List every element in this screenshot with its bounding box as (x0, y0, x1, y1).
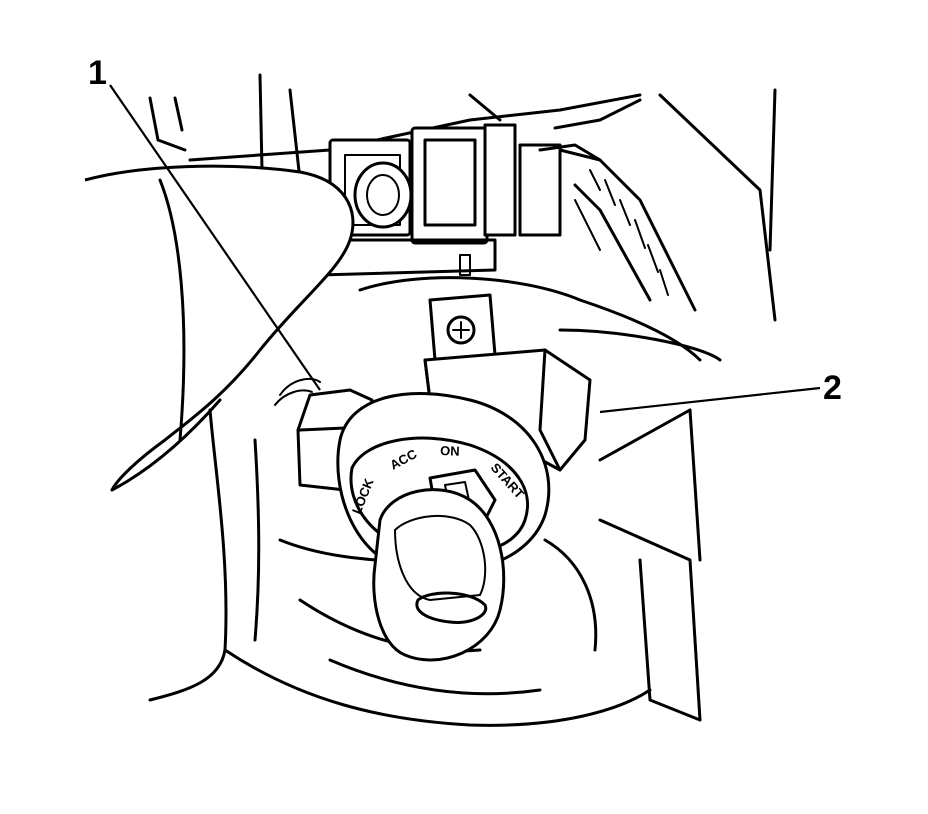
dashboard-frame (148, 73, 777, 322)
callout-1: 1 (88, 54, 107, 92)
wire-harness (518, 143, 697, 312)
column-shroud-upper (84, 164, 355, 492)
key (372, 468, 506, 662)
leader-line-2 (599, 386, 821, 414)
leader-line-1 (109, 84, 321, 391)
leader-lines (109, 84, 821, 414)
dial-label-on: ON (440, 443, 460, 459)
callout-2: 2 (823, 369, 842, 407)
